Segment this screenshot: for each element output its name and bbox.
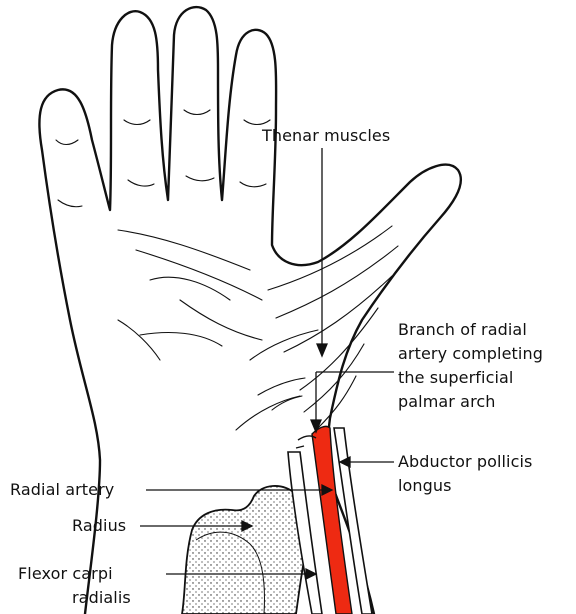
label-branch-of-radial-artery: Branch of radial artery completing the s… bbox=[398, 318, 543, 414]
label-flexor-line1: Flexor carpi bbox=[18, 562, 162, 586]
label-radial-artery: Radial artery bbox=[10, 478, 114, 502]
label-abductor-line1: Abductor pollicis bbox=[398, 450, 532, 474]
thenar-muscle-lines bbox=[268, 226, 398, 428]
label-radial-artery-text: Radial artery bbox=[10, 478, 114, 502]
label-thenar-muscles-text: Thenar muscles bbox=[262, 124, 390, 148]
label-abductor-line2: longus bbox=[398, 474, 532, 498]
radius-bone bbox=[182, 486, 306, 614]
palm-creases bbox=[56, 110, 318, 430]
label-branch-line3: the superficial bbox=[398, 366, 543, 390]
label-branch-line2: artery completing bbox=[398, 342, 543, 366]
label-radius: Radius bbox=[72, 514, 126, 538]
label-flexor-line2: radialis bbox=[18, 586, 162, 610]
label-abductor-pollicis-longus: Abductor pollicis longus bbox=[398, 450, 532, 498]
label-thenar-muscles: Thenar muscles bbox=[262, 124, 390, 148]
label-flexor-carpi-radialis: Flexor carpi radialis bbox=[18, 562, 162, 610]
label-branch-line4: palmar arch bbox=[398, 390, 543, 414]
label-radius-text: Radius bbox=[72, 514, 126, 538]
label-branch-line1: Branch of radial bbox=[398, 318, 543, 342]
